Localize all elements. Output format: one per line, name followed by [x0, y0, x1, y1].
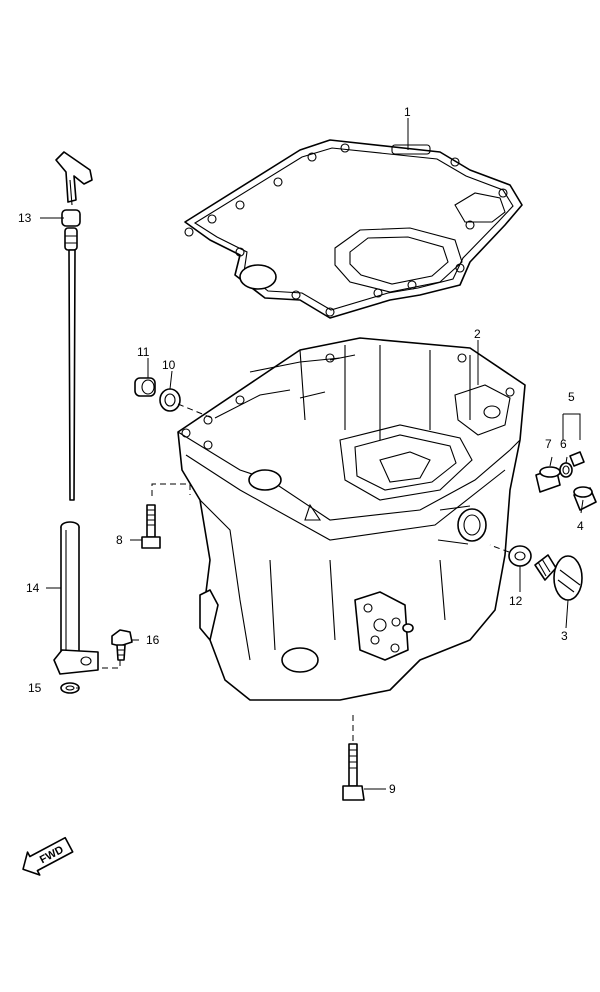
callout-2: 2 — [474, 327, 481, 341]
callout-14: 14 — [26, 581, 40, 595]
callout-13: 13 — [18, 211, 32, 225]
callout-3: 3 — [561, 629, 568, 643]
guide-tube-part-14 — [53, 521, 99, 675]
callout-4: 4 — [577, 519, 584, 533]
bolt-part-5-group — [569, 451, 585, 467]
plug-part-11 — [134, 377, 156, 397]
cap-part-4 — [573, 486, 597, 511]
gasket-part-10 — [159, 388, 181, 412]
drain-plug-part-3 — [534, 554, 583, 601]
bolt-part-16 — [111, 629, 133, 661]
bolt-part-8 — [141, 504, 161, 549]
dipstick-part-13 — [55, 151, 93, 501]
o-ring-part-6 — [559, 462, 573, 478]
bolt-part-9 — [342, 743, 365, 801]
callout-7: 7 — [545, 437, 552, 451]
callout-10: 10 — [162, 358, 176, 372]
leader-lines — [40, 118, 584, 790]
callout-9: 9 — [389, 782, 396, 796]
callout-5: 5 — [568, 390, 575, 404]
callout-labels: 1 2 3 4 5 6 7 8 9 10 11 12 13 14 15 16 — [18, 105, 584, 796]
gasket-part-12 — [508, 545, 532, 567]
forward-direction-arrow-icon: FWD — [22, 836, 74, 876]
callout-15: 15 — [28, 681, 42, 695]
callout-16: 16 — [146, 633, 160, 647]
gasket-part-1 — [184, 139, 523, 319]
callout-12: 12 — [509, 594, 523, 608]
oil-pan-part-2 — [177, 337, 526, 701]
callout-1: 1 — [404, 105, 411, 119]
callout-6: 6 — [560, 437, 567, 451]
callout-11: 11 — [137, 345, 150, 359]
plug-part-7 — [535, 466, 561, 493]
callout-8: 8 — [116, 533, 123, 547]
